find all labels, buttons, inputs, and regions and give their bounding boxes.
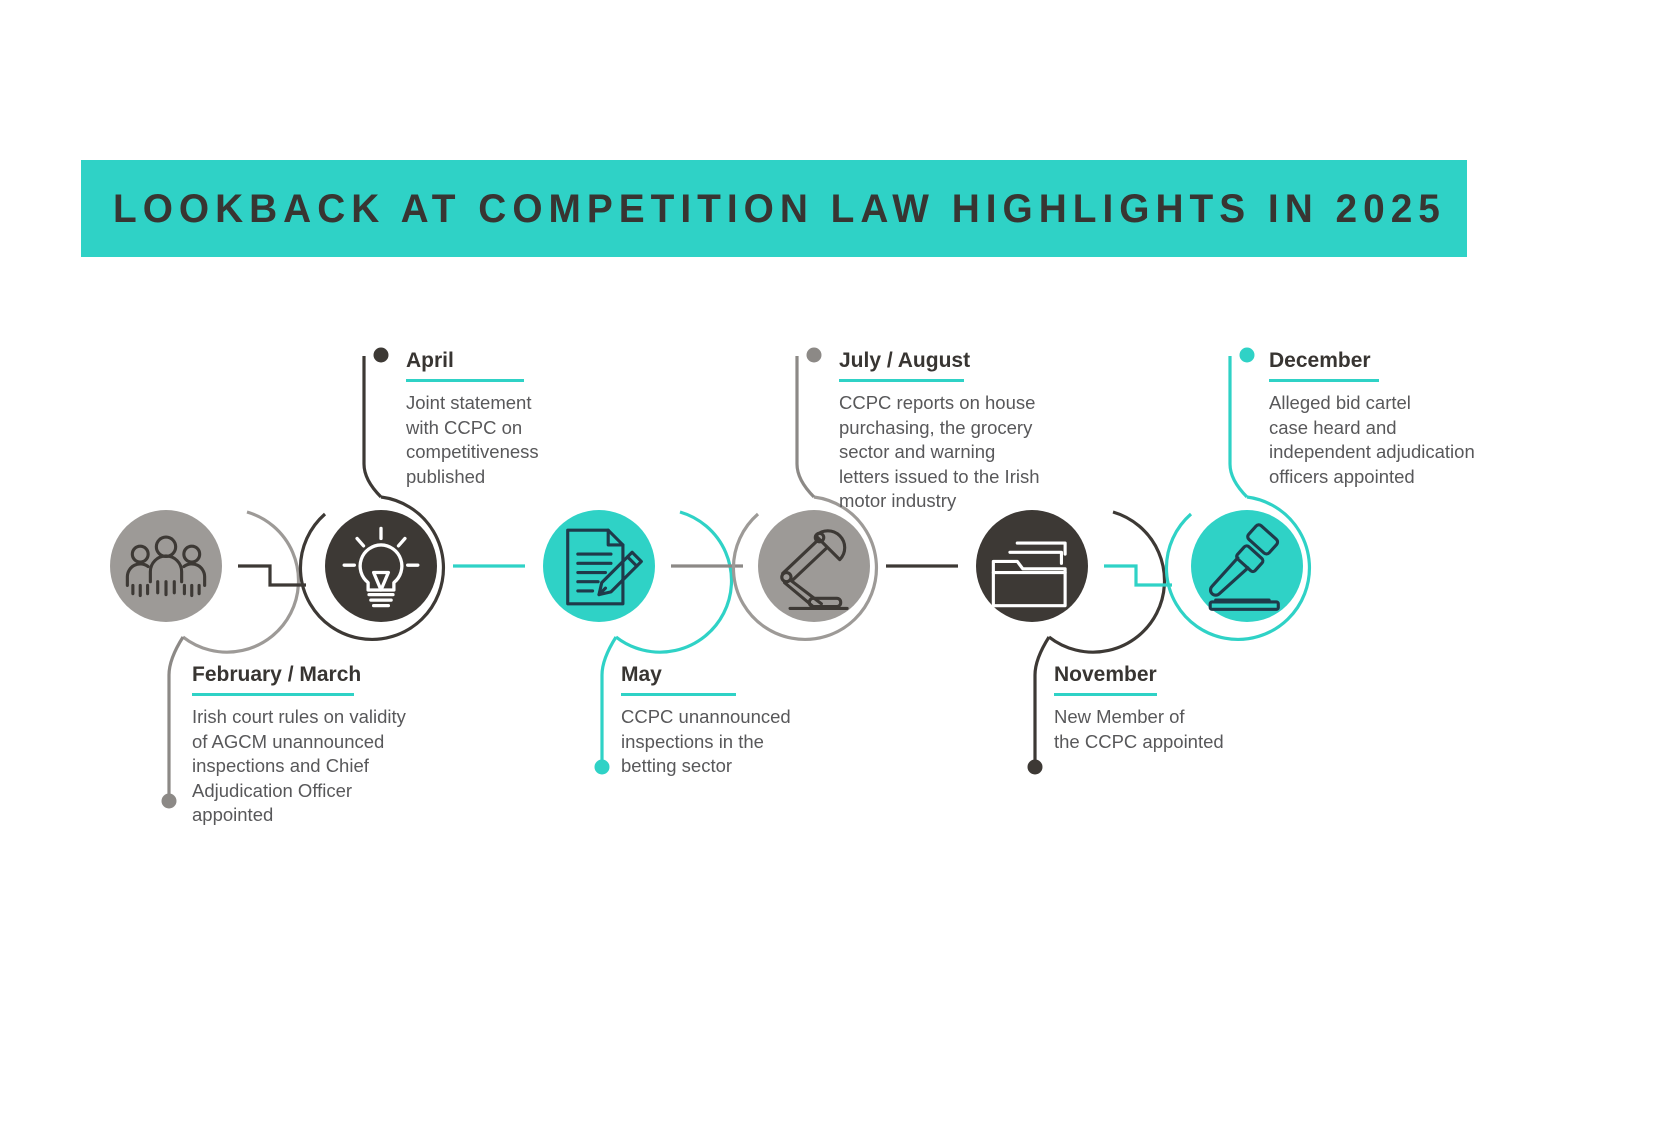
circle-april: [325, 510, 437, 622]
circle-february-march: [110, 510, 222, 622]
caption-title-february-march: February / March: [192, 663, 362, 686]
connector-dot-december: [1239, 347, 1255, 363]
caption-rule-may: [621, 693, 736, 697]
caption-rule-november: [1054, 693, 1157, 697]
node-december[interactable]: [1164, 347, 1312, 642]
circle-may: [543, 510, 655, 622]
ring-july-august: [731, 495, 879, 642]
node-july-august[interactable]: [731, 347, 879, 642]
header-banner: LOOKBACK AT COMPETITION LAW HIGHLIGHTS I…: [81, 160, 1467, 257]
page-title: LOOKBACK AT COMPETITION LAW HIGHLIGHTS I…: [113, 186, 1446, 231]
link-february-to-april: [238, 564, 306, 587]
node-february-march[interactable]: [110, 510, 301, 809]
connector-dot-april: [373, 347, 389, 363]
connector-april: [362, 356, 383, 499]
caption-title-december: December: [1269, 349, 1371, 372]
caption-rule-february-march: [192, 693, 354, 697]
caption-body-april: Joint statement with CCPC on competitive…: [406, 392, 539, 487]
node-may[interactable]: [543, 510, 734, 775]
caption-body-may: CCPC unannounced inspections in the bett…: [621, 706, 791, 777]
ring-february-march: [182, 510, 301, 654]
caption-july-august: July / August CCPC reports on house purc…: [839, 349, 1040, 514]
caption-april: April Joint statement with CCPC on compe…: [406, 349, 539, 489]
connector-july-august: [795, 356, 816, 499]
caption-title-april: April: [406, 349, 454, 372]
caption-rule-december: [1269, 379, 1379, 383]
connector-dot-july-august: [806, 347, 822, 363]
connector-december: [1228, 356, 1249, 499]
node-april[interactable]: [298, 347, 446, 642]
ring-may: [615, 510, 734, 654]
connector-dot-may: [594, 759, 610, 775]
caption-body-december: Alleged bid cartel case heard and indepe…: [1269, 392, 1475, 487]
connector-dot-november: [1027, 759, 1043, 775]
link-november-to-december: [1104, 564, 1172, 587]
ring-april: [298, 495, 446, 642]
caption-body-february-march: Irish court rules on validity of AGCM un…: [192, 706, 406, 826]
caption-may: May CCPC unannounced inspections in the …: [621, 663, 791, 779]
caption-title-july-august: July / August: [839, 349, 971, 372]
connector-may: [600, 636, 618, 764]
caption-body-november: New Member of the CCPC appointed: [1054, 706, 1224, 752]
caption-body-july-august: CCPC reports on house purchasing, the gr…: [839, 392, 1040, 512]
caption-title-november: November: [1054, 663, 1157, 686]
node-november[interactable]: [976, 510, 1167, 775]
caption-november: November New Member of the CCPC appointe…: [1054, 663, 1224, 754]
caption-title-may: May: [621, 663, 662, 686]
connector-dot-february-march: [161, 793, 177, 809]
circle-november: [976, 510, 1088, 622]
ring-november: [1048, 510, 1167, 654]
caption-rule-july-august: [839, 379, 964, 383]
connector-february-march: [167, 636, 185, 798]
connector-november: [1033, 636, 1051, 764]
caption-december: December Alleged bid cartel case heard a…: [1269, 349, 1475, 489]
ring-december: [1164, 495, 1312, 642]
caption-february-march: February / March Irish court rules on va…: [192, 663, 406, 828]
caption-rule-april: [406, 379, 524, 383]
